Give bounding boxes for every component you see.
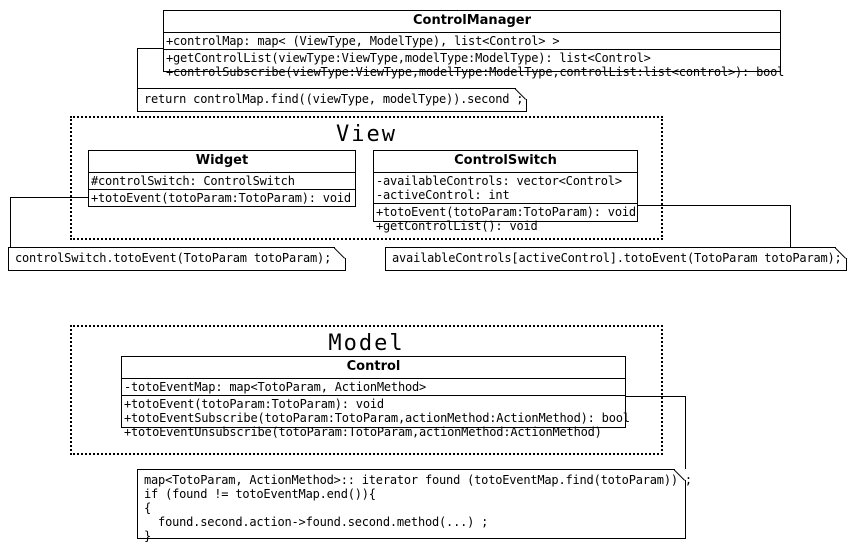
connector-control-manager-note-v [137,48,138,89]
class-operation-line: +totoEvent(totoParam:TotoParam): void [124,397,384,411]
class-box-control-manager[interactable]: ControlManager +controlMap: map< (ViewTy… [163,10,784,79]
class-operations-widget: +totoEvent(totoParam:TotoParam): void [89,190,355,206]
note-text: map<TotoParam, ActionMethod>:: iterator … [144,473,692,543]
class-name-control: Control [122,357,625,379]
class-box-control-switch[interactable]: ControlSwitch -availableControls: vector… [373,150,638,233]
class-operations-control-switch: +totoEvent(totoParam:TotoParam): void +g… [374,204,637,234]
note-top-edge [386,247,836,248]
note-right-edge [526,99,527,111]
note-top-edge [138,88,516,89]
class-attributes-control-switch: -availableControls: vector<Control> -act… [374,173,637,204]
class-attributes-control: -totoEventMap: map<TotoParam, ActionMeth… [122,379,625,396]
note-control-switch[interactable]: availableControls[activeControl].totoEve… [385,247,847,271]
package-view[interactable]: View [70,116,663,240]
note-right-edge [345,258,346,270]
note-fold-corner [334,247,346,259]
connector-widget-note-h [10,197,89,198]
note-top-edge [9,247,335,248]
class-operation-line: +totoEvent(totoParam:TotoParam): void [376,205,636,219]
note-text: availableControls[activeControl].totoEve… [392,251,842,265]
class-box-widget[interactable]: Widget #controlSwitch: ControlSwitch +to… [88,150,356,207]
class-name-widget: Widget [89,151,355,173]
class-box-control[interactable]: Control -totoEventMap: map<TotoParam, Ac… [121,356,630,439]
class-name-control-manager: ControlManager [164,11,780,33]
connector-control-note-v [685,396,686,470]
note-text: return controlMap.find((viewType, modelT… [144,92,524,106]
package-title-view: View [336,122,397,147]
note-widget[interactable]: controlSwitch.totoEvent(TotoParam totoPa… [8,247,346,271]
connector-control-switch-note-h [638,205,791,206]
note-text: controlSwitch.totoEvent(TotoParam totoPa… [15,251,332,265]
class-operation-line: +totoEventSubscribe(totoParam:TotoParam,… [124,411,630,425]
package-title-model: Model [328,331,405,356]
class-attribute-line: -totoEventMap: map<TotoParam, ActionMeth… [124,380,427,394]
class-attribute-line: -activeControl: int [376,188,510,202]
note-control[interactable]: map<TotoParam, ActionMethod>:: iterator … [137,469,692,543]
connector-control-note-h [626,396,686,397]
class-operation-line: +totoEventUnsubscribe(totoParam:TotoPara… [124,425,602,439]
package-model[interactable]: Model [70,325,663,455]
note-control-manager[interactable]: return controlMap.find((viewType, modelT… [137,88,527,112]
class-attributes-widget: #controlSwitch: ControlSwitch [89,173,355,190]
class-name-control-switch: ControlSwitch [374,151,637,173]
class-operation-line: +getControlList(): void [376,219,538,233]
class-attribute-line: #controlSwitch: ControlSwitch [91,174,295,188]
note-right-edge [685,480,686,538]
note-top-edge [138,469,675,470]
class-operation-line: +controlSubscribe(viewType:ViewType,mode… [166,65,785,79]
note-right-edge [846,258,847,270]
class-operations-control-manager: +getControlList(viewType:ViewType,modelT… [164,50,785,80]
class-operation-line: +getControlList(viewType:ViewType,modelT… [166,51,651,65]
class-attribute-line: +controlMap: map< (ViewType, ModelType),… [166,34,560,48]
connector-control-manager-note-h [137,48,164,49]
class-operations-control: +totoEvent(totoParam:TotoParam): void +t… [122,396,630,440]
class-attributes-control-manager: +controlMap: map< (ViewType, ModelType),… [164,33,780,50]
connector-widget-note-v [10,197,11,248]
note-fold-corner [515,88,527,100]
class-attribute-line: -availableControls: vector<Control> [376,174,622,188]
connector-control-switch-note-v [790,205,791,248]
class-operation-line: +totoEvent(totoParam:TotoParam): void [91,191,351,205]
note-fold-corner [835,247,847,259]
note-fold-corner [674,469,686,481]
